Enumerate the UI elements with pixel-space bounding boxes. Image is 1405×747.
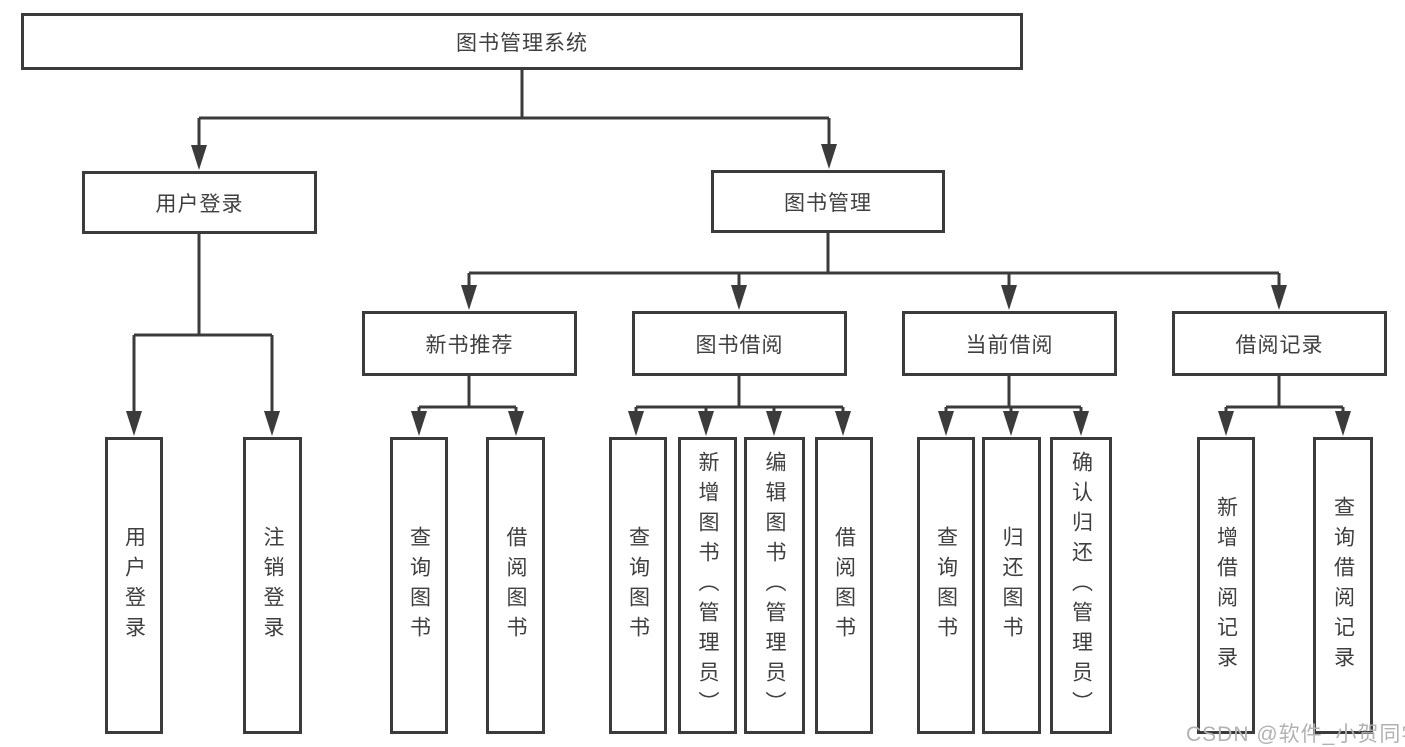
leaf-records-add-record: 新增借阅记录	[1197, 437, 1255, 734]
leaf-current-query-books: 查询图书	[917, 437, 975, 734]
leaf-recommend-query-books: 查询图书	[390, 437, 448, 734]
csdn-watermark: CSDN @软件_小贺同学	[1186, 723, 1405, 746]
node-borrow-records: 借阅记录	[1172, 311, 1387, 376]
leaf-logout: 注销登录	[243, 437, 302, 734]
leaf-borrow-borrow-books: 借阅图书	[815, 437, 873, 734]
leaf-borrow-query-books: 查询图书	[609, 437, 667, 734]
leaf-current-return-books: 归还图书	[982, 437, 1041, 734]
leaf-user-login: 用户登录	[105, 437, 163, 734]
leaf-current-confirm-return-admin: 确认归还（管理员）	[1050, 437, 1112, 734]
node-user-login: 用户登录	[82, 171, 317, 234]
node-book-borrow: 图书借阅	[632, 311, 847, 376]
leaf-recommend-borrow-books: 借阅图书	[486, 437, 545, 734]
leaf-borrow-add-books-admin: 新增图书（管理员）	[678, 437, 737, 734]
leaf-borrow-edit-books-admin: 编辑图书（管理员）	[744, 437, 805, 734]
node-new-book-recommend: 新书推荐	[362, 311, 577, 376]
leaf-records-query-record: 查询借阅记录	[1313, 437, 1373, 734]
node-book-management: 图书管理	[711, 170, 945, 233]
node-current-borrow: 当前借阅	[902, 311, 1117, 376]
node-library-management-system: 图书管理系统	[21, 13, 1023, 70]
